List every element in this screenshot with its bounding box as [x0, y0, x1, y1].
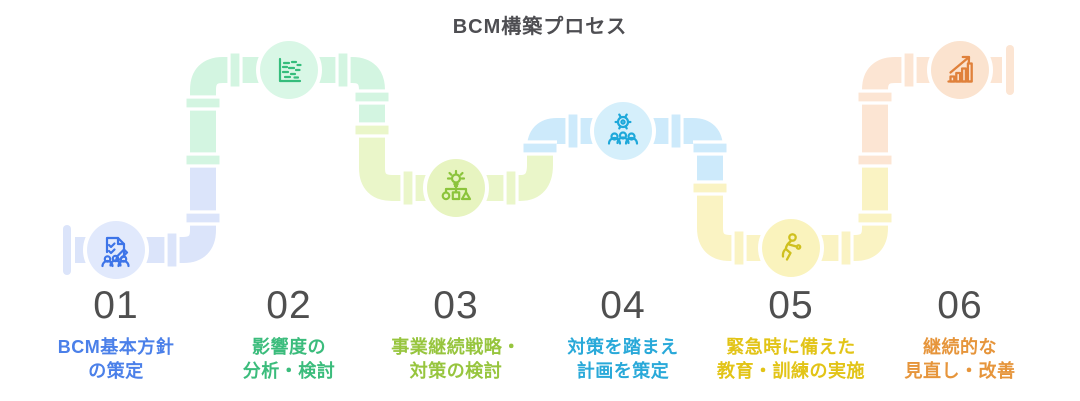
- pipe-flange: [505, 171, 517, 205]
- step-number: 01: [93, 284, 139, 327]
- pipe-flange: [670, 114, 682, 148]
- pipe-flange: [186, 97, 220, 109]
- step-04-node: [590, 98, 656, 164]
- pipe-flange: [567, 114, 579, 148]
- step-label-line2: 対策の検討: [409, 361, 503, 381]
- step-06-text: 06 継続的な 見直し・改善: [875, 286, 1045, 383]
- step-04-text: 04 対策を踏まえ 計画を策定: [538, 286, 708, 383]
- step-03-text: 03 事業継続戦略・ 対策の検討: [371, 286, 541, 383]
- step-label-line1: BCM基本方針: [57, 337, 175, 357]
- step-02-node: [256, 37, 322, 103]
- pipe-flange: [337, 53, 349, 87]
- pipe-flange: [858, 212, 892, 224]
- step-05-text: 05 緊急時に備えた 教育・訓練の実施: [706, 286, 876, 383]
- step-label: BCM基本方針 の策定: [31, 335, 201, 383]
- step-03-node: [423, 155, 489, 221]
- step-label-line1: 緊急時に備えた: [726, 337, 856, 357]
- step-label: 事業継続戦略・ 対策の検討: [371, 335, 541, 383]
- step-number: 03: [433, 284, 479, 327]
- step-label-line2: 計画を策定: [576, 361, 670, 381]
- step-label-line2: 見直し・改善: [904, 361, 1016, 381]
- pipe-flange: [402, 171, 414, 205]
- pipe-flange: [858, 91, 892, 103]
- step-label-line1: 継続的な: [923, 337, 997, 357]
- step-label: 対策を踏まえ 計画を策定: [538, 335, 708, 383]
- growth-chart-arrow-icon: [947, 55, 973, 83]
- step-label: 緊急時に備えた 教育・訓練の実施: [706, 335, 876, 383]
- step-number: 04: [600, 284, 646, 327]
- pipe-flange: [166, 233, 178, 267]
- step-number: 02: [266, 284, 312, 327]
- idea-strategy-shapes-icon: [441, 169, 472, 201]
- step-05-node: [758, 215, 824, 281]
- step-label-line1: 事業継続戦略・: [391, 337, 521, 357]
- gear-team-icon: [607, 113, 639, 145]
- document-check-team-icon: [101, 236, 130, 268]
- step-06-node: [927, 37, 993, 103]
- pipe-flange: [355, 91, 389, 103]
- step-01-node: [83, 217, 149, 283]
- pipe-flange: [903, 53, 915, 87]
- pipe-flange: [186, 212, 220, 224]
- pipe-joint-flange: [523, 142, 557, 154]
- step-number: 06: [937, 284, 983, 327]
- pipe-flange: [693, 142, 727, 154]
- step-label: 影響度の 分析・検討: [204, 335, 374, 383]
- page-title: BCM構築プロセス: [452, 16, 628, 38]
- pipe-joint-flange: [693, 182, 727, 194]
- pipe-flange: [840, 231, 852, 265]
- step-label-line1: 影響度の: [252, 337, 326, 357]
- step-label-line1: 対策を踏まえ: [567, 337, 679, 357]
- step-01-text: 01 BCM基本方針 の策定: [31, 286, 201, 383]
- step-number: 05: [768, 284, 814, 327]
- pipe-flange: [229, 53, 241, 87]
- pipe-segment-1: [75, 160, 216, 263]
- step-label-line2: の策定: [88, 361, 144, 381]
- step-label: 継続的な 見直し・改善: [875, 335, 1045, 383]
- impact-analysis-chart-icon: [278, 57, 302, 83]
- pipe-joint-flange: [355, 124, 389, 136]
- training-runner-icon: [781, 233, 802, 261]
- pipe-joint-flange: [186, 154, 220, 166]
- step-label-line2: 分析・検討: [242, 361, 336, 381]
- pipe-flange: [733, 231, 745, 265]
- pipe-joint-flange: [858, 154, 892, 166]
- step-02-text: 02 影響度の 分析・検討: [204, 286, 374, 383]
- step-label-line2: 教育・訓練の実施: [717, 361, 865, 381]
